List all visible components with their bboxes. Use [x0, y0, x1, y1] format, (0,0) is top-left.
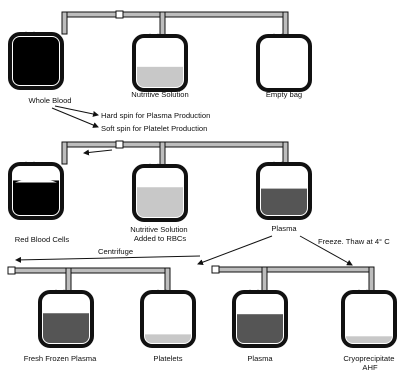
label-platelets: Platelets: [153, 354, 182, 363]
label-nutritive-solution: Nutritive Solution: [131, 90, 188, 99]
label-whole-blood: Whole Blood: [28, 96, 71, 105]
label-nutritive-solution-added: Nutritive Solution Added to RBCs: [130, 225, 190, 243]
tube-clamp: [115, 140, 124, 149]
bag-contents: [13, 37, 59, 85]
bag-fresh-frozen-plasma: [38, 289, 94, 348]
label-fresh-frozen-plasma: Fresh Frozen Plasma: [24, 354, 97, 363]
step-soft-spin: Soft spin for Platelet Production: [101, 124, 207, 133]
label-plasma: Plasma: [271, 224, 297, 233]
bag-outline: [341, 290, 397, 348]
step-freeze-thaw: Freeze. Thaw at 4° C: [318, 237, 390, 246]
label-plasma-2: Plasma: [247, 354, 273, 363]
bag-contents: [43, 313, 89, 343]
bag-plasma: [256, 161, 312, 220]
bag-contents: [145, 334, 191, 343]
tubing-row-1: [61, 11, 289, 39]
arrow-to-centrifuge: [197, 235, 273, 266]
bag-red-blood-cells: [8, 161, 64, 220]
bag-contents: [261, 188, 307, 215]
bag-nutritive-solution-added: [132, 163, 188, 222]
bag-platelets: [140, 289, 196, 348]
bag-contents: [13, 180, 59, 215]
tube-clamp: [115, 10, 124, 19]
bag-whole-blood: [8, 31, 64, 90]
bag-outline: [140, 290, 196, 348]
tubing-row-2: [61, 141, 289, 167]
tube-clamp: [7, 266, 16, 275]
bag-contents: [137, 66, 183, 87]
bag-contents: [346, 336, 392, 343]
bag-contents: [137, 187, 183, 217]
arrow-to-freeze: [299, 235, 353, 266]
bag-nutritive-solution: [132, 33, 188, 92]
arrow-soft-spin: [51, 107, 99, 128]
bag-contents-top: [15, 178, 57, 183]
arrow-hard-spin: [54, 105, 99, 117]
bag-contents: [237, 314, 283, 343]
label-empty-bag: Empty bag: [266, 90, 302, 99]
step-hard-spin: Hard spin for Plasma Production: [101, 111, 210, 120]
label-red-blood-cells: Red Blood Cells: [15, 235, 70, 244]
bag-cryoprecipitate: [341, 289, 397, 348]
step-centrifuge: Centrifuge: [98, 247, 133, 256]
tube-clamp: [211, 265, 220, 274]
bag-plasma-2: [232, 289, 288, 348]
bag-empty: [256, 33, 312, 92]
tubing-row-3-right: [217, 266, 375, 294]
tubing-row-3-left: [13, 267, 171, 295]
bag-outline: [256, 34, 312, 92]
flow-arrow: [83, 149, 113, 156]
label-cryoprecipitate: Cryoprecipitate AHF: [343, 354, 396, 372]
arrow-centrifuge-flow: [15, 255, 201, 263]
